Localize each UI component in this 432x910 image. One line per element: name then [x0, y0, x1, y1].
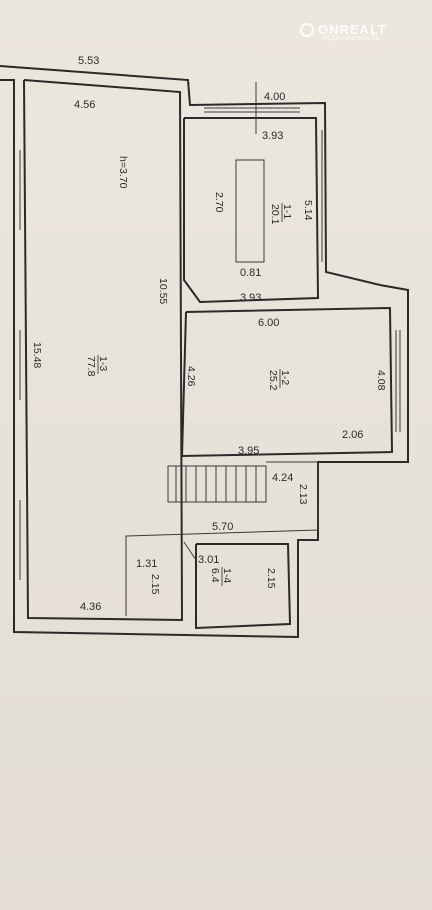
room-id-1-2: 1-2 [279, 370, 291, 385]
staircase [167, 465, 267, 503]
hall-wall [125, 461, 319, 616]
dim-big-left: 15.48 [31, 342, 43, 368]
room-area-1-2: 25.2 [267, 370, 279, 391]
dim-r14-height: 2.15 [265, 568, 277, 589]
dim-r12-bottom-left: 3.95 [238, 445, 259, 457]
room-1-2-wall [180, 306, 394, 458]
dim-r11-top-outer: 4.00 [264, 91, 285, 103]
dim-top-outer: 5.53 [78, 55, 99, 67]
door-1-4 [183, 541, 197, 561]
watermark-tagline: НЕДВИЖИМОСТЬ [322, 36, 380, 42]
dim-r11-column: 0.81 [240, 267, 261, 279]
dim-r11-right: 5.14 [302, 200, 314, 221]
room-label-1-4: 1-4 6.4 [209, 567, 233, 586]
dim-small-a-height: 2.15 [149, 574, 161, 595]
watermark-brand: ONREALT [318, 22, 387, 37]
dim-r12-top: 6.00 [258, 317, 279, 329]
room-1-3-wall [23, 79, 184, 622]
room-area-1-1: 20.1 [269, 204, 281, 225]
dim-r12-bottom-right: 2.06 [342, 429, 363, 441]
dim-r12-right: 4.08 [375, 370, 387, 391]
height-note: h=3.70 [117, 156, 129, 189]
room-label-1-3: 1-3 77.8 [85, 355, 109, 377]
dim-small-a-width: 1.31 [136, 558, 157, 570]
outer-wall [0, 65, 409, 639]
dim-big-inner-right: 10.55 [157, 278, 169, 304]
room-id-1-3: 1-3 [97, 356, 109, 371]
dim-r11-left: 2.70 [213, 192, 225, 213]
dim-r14-width: 3.01 [198, 554, 219, 566]
dim-big-bottom: 4.36 [80, 601, 101, 613]
dim-bottom-width: 5.70 [212, 521, 233, 533]
room-label-1-1: 1-1 20.1 [269, 203, 293, 225]
onrealt-watermark: ONREALT НЕДВИЖИМОСТЬ [300, 22, 387, 42]
room-id-1-4: 1-4 [221, 568, 233, 583]
onrealt-logo-icon [300, 23, 314, 37]
dim-hall-height: 2.13 [297, 484, 309, 505]
room-1-1-wall [183, 117, 320, 304]
room-area-1-4: 6.4 [209, 568, 221, 583]
room-label-1-2: 1-2 25.2 [267, 369, 291, 391]
room-1-4-wall [195, 543, 292, 630]
dim-r11-bottom: 3.93 [240, 292, 261, 304]
room-area-1-3: 77.8 [85, 356, 97, 377]
dim-hall-width: 4.24 [272, 472, 293, 484]
room-id-1-1: 1-1 [281, 204, 293, 219]
column-rect [235, 159, 265, 263]
dim-r12-left: 4.26 [185, 366, 197, 387]
dim-r11-top: 3.93 [262, 130, 283, 142]
dim-big-top: 4.56 [74, 99, 95, 111]
